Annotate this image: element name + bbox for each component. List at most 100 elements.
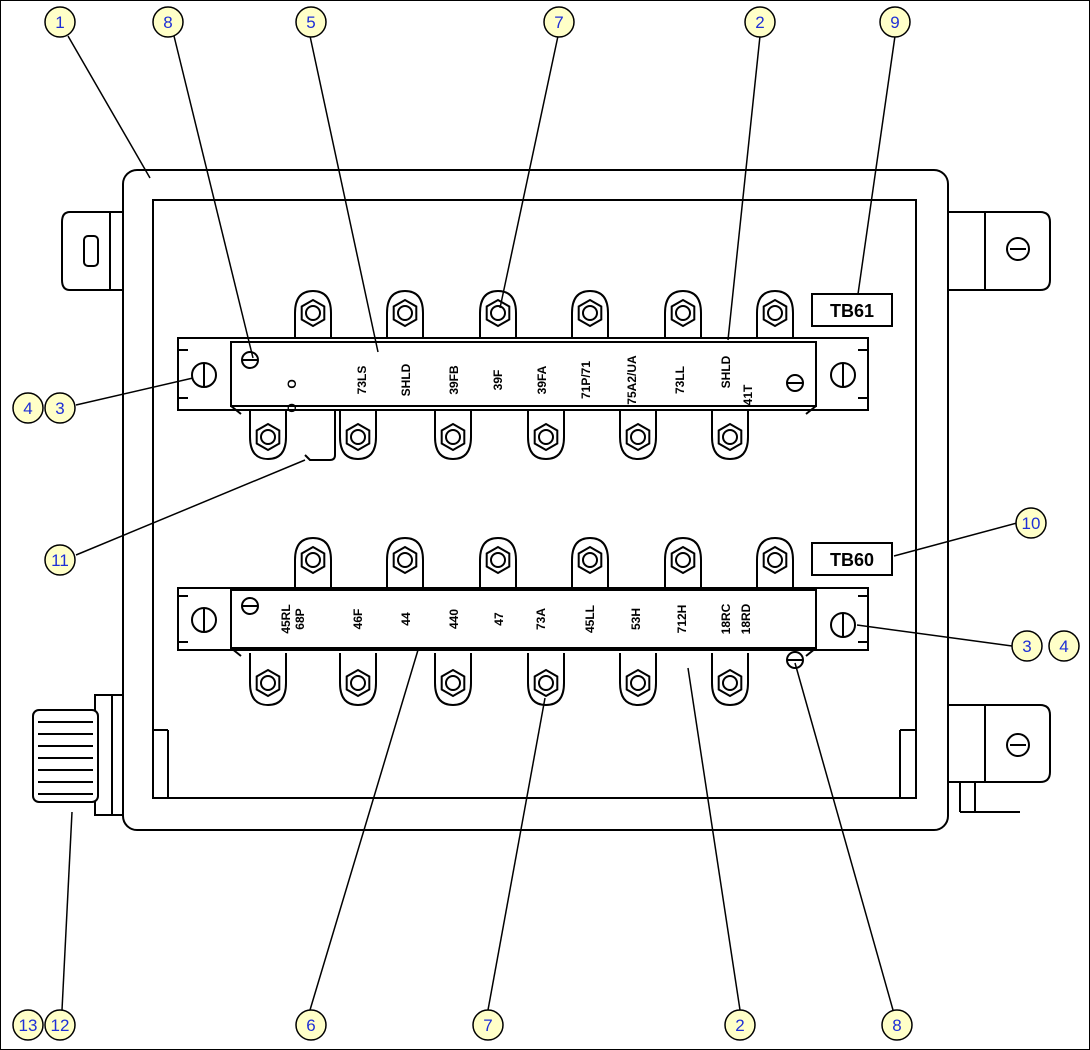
terminal-nut-icon: [294, 536, 332, 590]
terminal-nut-icon: [386, 536, 424, 590]
leader-lines: [61, 35, 1018, 1011]
callout-12: 12: [44, 1009, 76, 1041]
lower-terminal-label: 44: [399, 612, 413, 626]
lower-terminal-label: 18RC: [719, 603, 733, 634]
callout-number: 4: [1059, 637, 1068, 656]
terminal-nut-icon: [711, 653, 749, 707]
callout-2: 2: [744, 6, 776, 38]
upper-terminal-label: 73LL: [673, 366, 687, 394]
callout-3: 3: [1011, 630, 1043, 662]
terminal-nut-icon: [711, 407, 749, 461]
terminal-nut-icon: [339, 653, 377, 707]
lower-terminal-label: 440: [447, 609, 461, 629]
lower-terminal-label: 73A: [534, 608, 548, 630]
lower-terminal-label: 45LL: [583, 605, 597, 633]
callout-5: 5: [295, 6, 327, 38]
callout-2: 2: [724, 1009, 756, 1041]
callout-4: 4: [1048, 630, 1080, 662]
enclosure: [122, 169, 949, 831]
callout-number: 7: [554, 13, 563, 32]
callout-number: 3: [55, 399, 64, 418]
callout-number: 13: [19, 1016, 38, 1035]
callout-11: 11: [44, 544, 76, 576]
callout-13: 13: [12, 1009, 44, 1041]
callout-3: 3: [44, 392, 76, 424]
terminal-nut-icon: [434, 653, 472, 707]
terminal-nut-icon: [339, 407, 377, 461]
upper-terminal-label: 71P/71: [579, 361, 593, 399]
terminal-nut-icon: [294, 289, 332, 343]
upper-terminal-strip: O O 73LS SHLD 39FB 39F 39FA 71P/71 75A2/UA 73LL SH…: [177, 337, 869, 461]
upper-terminal-label: 39FA: [535, 365, 549, 394]
terminal-nut-icon: [619, 407, 657, 461]
terminal-nut-icon: [756, 289, 794, 343]
lower-terminal-label: 68P: [293, 608, 307, 629]
terminal-nut-icon: [571, 536, 609, 590]
callout-number: 2: [755, 13, 764, 32]
upper-terminal-label: 73LS: [355, 366, 369, 395]
terminal-nut-icon: [249, 653, 287, 707]
terminal-nut-icon: [527, 653, 565, 707]
mounting-screw-icon: [191, 351, 856, 392]
lower-terminal-label: 53H: [629, 608, 643, 630]
terminal-nut-icon: [571, 289, 609, 343]
mounting-screw-icon: [191, 597, 856, 669]
callout-number: 6: [306, 1016, 315, 1035]
callout-10: 10: [1015, 507, 1047, 539]
callout-number: 7: [483, 1016, 492, 1035]
callout-number: 5: [306, 13, 315, 32]
lower-terminal-label: 47: [492, 612, 506, 626]
callout-7: 7: [543, 6, 575, 38]
upper-terminal-label: 39F: [491, 370, 505, 391]
terminal-nut-icon: [756, 536, 794, 590]
callout-1: 1: [44, 6, 76, 38]
callout-number: 8: [892, 1016, 901, 1035]
terminal-nut-icon: [664, 536, 702, 590]
upper-terminal-label: 75A2/UA: [625, 355, 639, 405]
lower-terminal-nuts: [249, 536, 794, 707]
cable-connector: [32, 694, 124, 816]
callout-number: 3: [1022, 637, 1031, 656]
callout-number: 10: [1022, 514, 1041, 533]
upper-terminal-label: O: [285, 379, 299, 388]
callout-number: 2: [735, 1016, 744, 1035]
terminal-nut-icon: [434, 407, 472, 461]
callout-number: 1: [55, 13, 64, 32]
callout-9: 9: [879, 6, 911, 38]
callout-number: 11: [51, 551, 69, 570]
upper-terminal-label: SHLD: [719, 355, 733, 388]
upper-terminal-label: O: [285, 403, 299, 412]
terminal-nut-icon: [479, 536, 517, 590]
lower-terminal-label: 46F: [351, 609, 365, 630]
upper-terminal-label: 39FB: [447, 365, 461, 395]
terminal-nut-icon: [619, 653, 657, 707]
terminal-nut-icon: [386, 289, 424, 343]
terminal-nut-icon: [249, 407, 287, 461]
terminal-nut-icon: [664, 289, 702, 343]
callout-7: 7: [472, 1009, 504, 1041]
lower-terminal-label: 18RD: [739, 603, 753, 634]
mounting-tabs: [61, 211, 1051, 813]
upper-terminal-label: SHLD: [399, 363, 413, 396]
tag-tb61-text: TB61: [830, 301, 874, 321]
upper-terminal-label: 41T: [741, 384, 755, 405]
callout-number: 12: [51, 1016, 70, 1035]
callout-4: 4: [12, 392, 44, 424]
callout-number: 9: [890, 13, 899, 32]
terminal-nut-icon: [479, 289, 517, 343]
callout-8: 8: [881, 1009, 913, 1041]
tag-tb61: TB61: [811, 293, 893, 327]
callout-bubbles: 1 8 5 7 2 9 4 3 11 10 3 4 13 12 6 7 2 8: [12, 6, 1080, 1041]
lower-terminal-label: 45RL: [279, 604, 293, 633]
upper-terminal-nuts: [249, 289, 794, 461]
tag-tb60-text: TB60: [830, 550, 874, 570]
callout-8: 8: [152, 6, 184, 38]
lower-terminal-label: 712H: [675, 605, 689, 634]
callout-number: 4: [23, 399, 32, 418]
terminal-nut-icon: [527, 407, 565, 461]
tag-tb60: TB60: [811, 542, 893, 576]
callout-number: 8: [163, 13, 172, 32]
